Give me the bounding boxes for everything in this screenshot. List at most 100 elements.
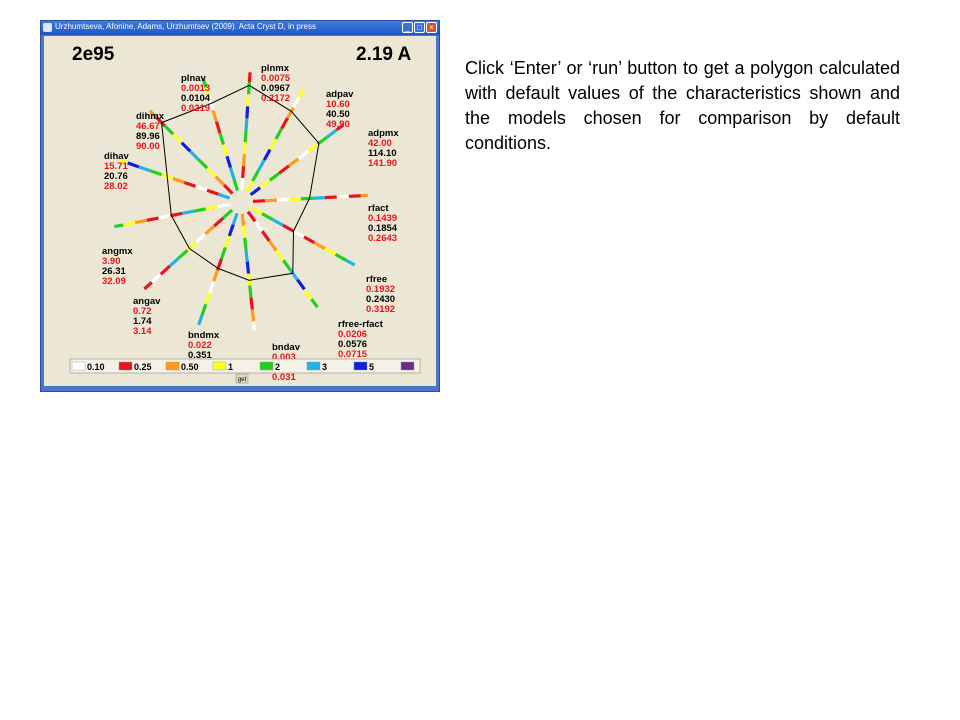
spoke-plnmx-segment	[247, 72, 252, 83]
spoke-bndmx-segment	[200, 303, 208, 316]
spoke-angmx-segment	[122, 221, 136, 227]
axis-value: 26.31	[102, 266, 126, 277]
legend-swatch	[212, 361, 227, 371]
spoke-adpav-segment	[280, 117, 289, 130]
axis-value: 114.10	[368, 148, 397, 159]
axis-spokes	[114, 72, 368, 331]
axis-name: dihav	[104, 151, 130, 162]
axis-min-value: 46.67	[136, 121, 160, 132]
spoke-rfree-segment	[250, 206, 263, 216]
spoke-plnav-segment	[211, 109, 218, 123]
spoke-dihmx-segment	[148, 109, 158, 119]
spoke-angav-segment	[168, 257, 180, 268]
legend-swatch	[353, 361, 368, 371]
spoke-dihav-segment	[195, 184, 208, 192]
get-button[interactable]: get	[238, 377, 247, 383]
axis-min-value: 42.00	[368, 138, 392, 149]
spoke-angav-segment	[213, 216, 225, 228]
axis-value: 0.0104	[181, 93, 211, 104]
axis-value: 89.96	[136, 131, 160, 142]
legend-swatch	[259, 361, 274, 371]
window-title: Urzhumtseva, Afonine, Adams, Urzhumtsev …	[55, 22, 316, 31]
legend-label: 0.50	[181, 362, 199, 372]
spoke-rfree-rfact-segment	[282, 259, 292, 271]
axis-name: plnmx	[261, 63, 290, 74]
spoke-plnmx-segment	[241, 165, 246, 179]
spoke-bndav-segment	[243, 237, 248, 250]
get-button-frame[interactable]	[235, 373, 249, 384]
axis-max-value: 0.0219	[181, 103, 210, 114]
axis-max-value: 0.031	[272, 372, 296, 383]
axis-value: 40.50	[326, 109, 350, 120]
spoke-adpav-segment	[245, 180, 255, 193]
axis-min-value: 3.90	[102, 256, 121, 267]
spoke-dihav-segment	[206, 188, 219, 196]
axis-name: rfree-rfact	[338, 319, 384, 330]
spoke-adpav-segment	[297, 88, 305, 98]
spoke-bndmx-segment	[208, 280, 216, 294]
spoke-bndav-segment	[241, 225, 247, 238]
spoke-bndav-segment	[246, 273, 252, 286]
spoke-adpav-segment	[268, 138, 278, 151]
spoke-rfree-rfact-segment	[246, 210, 257, 223]
maximize-button[interactable]: □	[414, 22, 425, 33]
axis-value: 0.351	[188, 350, 212, 361]
window-titlebar[interactable]: Urzhumtseva, Afonine, Adams, Urzhumtsev …	[41, 21, 439, 35]
spoke-dihav-segment	[118, 158, 129, 165]
axis-name: plnav	[181, 73, 207, 84]
spoke-angav-segment	[150, 273, 162, 284]
close-button[interactable]: ×	[426, 22, 437, 33]
spoke-rfact-segment	[276, 197, 290, 202]
spoke-plnav-segment	[232, 178, 240, 191]
spoke-plnav-segment	[221, 144, 229, 157]
axis-min-value: 0.003	[272, 352, 296, 363]
axis-min-value: 0.0206	[338, 329, 367, 340]
spoke-plnmx-segment	[246, 82, 251, 95]
spoke-rfree-rfact-segment	[267, 239, 278, 252]
spoke-dihmx-segment	[155, 116, 166, 127]
spoke-angmx-segment	[205, 205, 218, 211]
legend-swatch	[165, 361, 180, 371]
spoke-bndmx-segment	[197, 314, 204, 326]
resolution: 2.19 A	[356, 44, 412, 65]
axis-name: rfree	[366, 274, 387, 285]
spoke-rfact-segment	[288, 197, 302, 202]
app-icon	[43, 23, 52, 32]
spoke-adpmx-segment	[297, 150, 310, 160]
spoke-dihmx-segment	[205, 166, 217, 178]
spoke-plnmx-segment	[243, 130, 248, 143]
spoke-plnmx-segment	[244, 118, 249, 131]
spoke-dihav-segment	[172, 177, 185, 184]
spoke-plnav-segment	[207, 98, 215, 111]
spoke-angmx-segment	[193, 207, 206, 213]
spoke-plnmx-segment	[245, 106, 250, 119]
spoke-angav-segment	[222, 208, 234, 220]
spoke-plnmx-segment	[240, 177, 245, 191]
spoke-rfree-rfact-segment	[310, 298, 319, 309]
axis-min-value: 10.60	[326, 99, 350, 110]
legend-swatch	[400, 361, 415, 371]
spoke-rfact-segment	[264, 198, 278, 203]
spoke-rfree-rfact-segment	[303, 288, 313, 301]
legend-label: 0.25	[134, 362, 152, 372]
spoke-plnav-segment	[201, 78, 208, 88]
spoke-dihmx-segment	[222, 183, 234, 195]
spoke-adpav-segment	[257, 159, 266, 172]
axis-name: adpav	[326, 89, 354, 100]
spoke-rfree-rfact-segment	[253, 220, 264, 233]
pdb-id: 2e95	[72, 44, 115, 65]
spoke-plnmx-segment	[241, 154, 246, 167]
axis-min-value: 0.0075	[261, 73, 291, 84]
axis-value: 0.2430	[366, 294, 395, 305]
minimize-button[interactable]: _	[402, 22, 413, 33]
spoke-adpav-segment	[262, 148, 272, 161]
